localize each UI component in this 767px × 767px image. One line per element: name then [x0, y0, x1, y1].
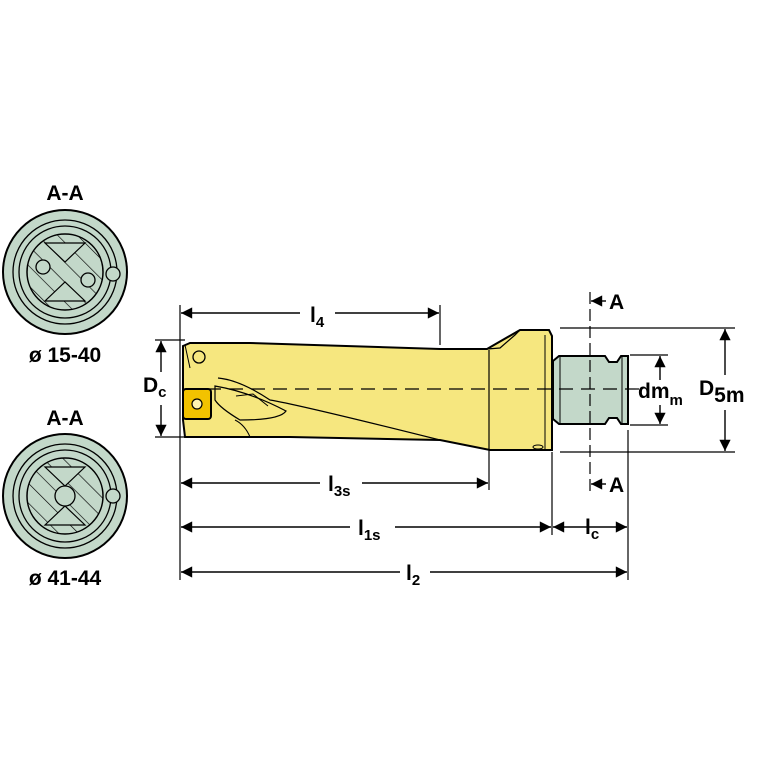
dim-label-dc: Dc	[143, 374, 167, 401]
section-caption-1: ø 15-40	[29, 344, 101, 367]
dim-label-d5m: D5m	[699, 377, 745, 407]
dim-label-l1s: l1s	[358, 517, 381, 544]
dim-label-dmm: dmm	[638, 380, 683, 409]
drill-body	[182, 329, 553, 451]
dimension-lines	[155, 295, 731, 578]
section-view-2: A-A ø 41-44	[2, 407, 128, 590]
section-title-1: A-A	[46, 182, 83, 205]
section-marker-bottom: A	[609, 474, 624, 497]
dim-label-lc: lc	[585, 516, 599, 543]
section-marker-top: A	[609, 291, 624, 314]
dim-label-l2: l2	[406, 562, 420, 589]
extension-lines	[155, 292, 735, 580]
dim-label-l3s: l3s	[328, 473, 351, 500]
section-view-1: A-A ø 15-40	[2, 182, 128, 367]
coromant-capto-shank	[552, 355, 629, 425]
section-title-2: A-A	[46, 407, 83, 430]
dim-label-l4: l4	[310, 304, 325, 331]
section-caption-2: ø 41-44	[29, 567, 102, 590]
